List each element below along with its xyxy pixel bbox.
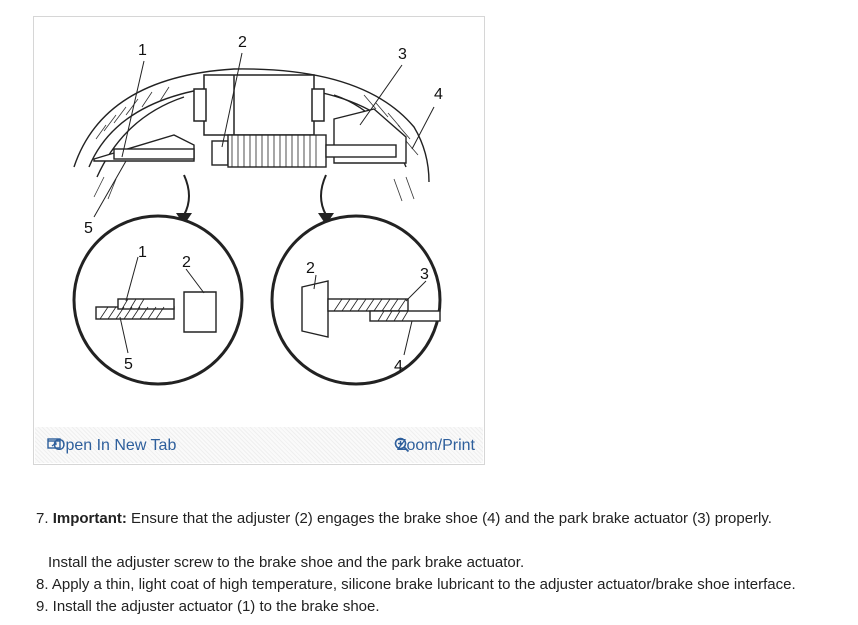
step-7-text: Ensure that the adjuster (2) engages the… <box>126 510 772 527</box>
step-9: 9. Install the adjuster actuator (1) to … <box>36 598 380 615</box>
callout-right-3: 3 <box>420 266 429 283</box>
step-8: 8. Apply a thin, light coat of high temp… <box>36 576 796 593</box>
callout-right-2: 2 <box>306 260 315 277</box>
step-7-substep: Install the adjuster screw to the brake … <box>48 554 525 571</box>
left-detail-hatch <box>99 298 165 320</box>
step-7: 7. Important: Ensure that the adjuster (… <box>36 508 851 530</box>
callout-left-5: 5 <box>124 356 133 373</box>
top-leader-lines <box>93 52 435 218</box>
callout-top-4: 4 <box>434 86 443 103</box>
right-detail-leaders <box>313 274 427 356</box>
callout-top-1: 1 <box>138 42 147 59</box>
callout-left-2: 2 <box>182 254 191 271</box>
figure-action-bar: Open In New Tab Zoom/Print <box>35 427 483 463</box>
brake-adjuster-figure: 1 2 3 4 5 1 2 5 2 3 4 Open In New Tab <box>33 16 485 465</box>
drum-hatching <box>93 86 419 202</box>
callout-top-5: 5 <box>84 220 93 237</box>
callout-left-1: 1 <box>138 244 147 261</box>
left-detail-leaders <box>119 256 205 354</box>
zoom-print-link[interactable]: Zoom/Print <box>394 437 475 455</box>
open-in-new-tab-link[interactable]: Open In New Tab <box>47 437 176 455</box>
zoom-print-label: Zoom/Print <box>396 437 475 454</box>
right-detail-hatch <box>333 298 409 322</box>
step-7-important-label: Important: <box>52 510 127 527</box>
instruction-steps: 7. Important: Ensure that the adjuster (… <box>36 508 851 618</box>
adjuster-threads <box>231 135 317 167</box>
callout-top-2: 2 <box>238 34 247 51</box>
wheel-cylinder <box>193 74 325 136</box>
left-detail-parts <box>95 291 217 333</box>
detail-arrows <box>183 174 327 216</box>
brake-diagram: 1 2 3 4 5 1 2 5 2 3 4 <box>72 34 443 386</box>
arrow-heads <box>176 213 334 225</box>
callout-right-4: 4 <box>394 358 403 375</box>
step-7-number: 7. <box>36 510 49 527</box>
callout-top-3: 3 <box>398 46 407 63</box>
open-in-new-tab-label: Open In New Tab <box>53 437 177 454</box>
